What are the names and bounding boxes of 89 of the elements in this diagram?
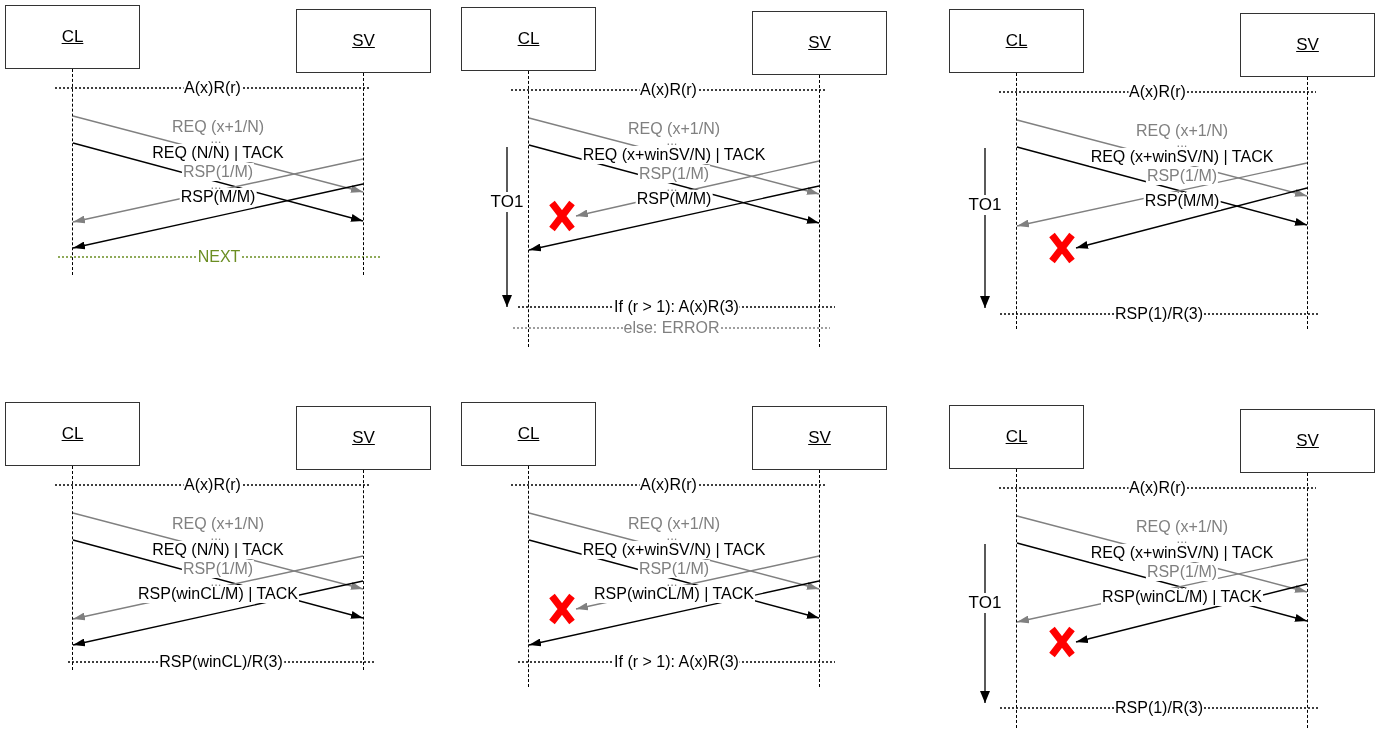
edge-label: RSP(1/M) bbox=[637, 165, 711, 183]
participant-name: CL bbox=[1005, 427, 1028, 447]
divider-label: A(x)R(r) bbox=[183, 79, 242, 97]
cross-icon bbox=[548, 593, 576, 625]
participant-name: SV bbox=[352, 428, 375, 448]
ellipsis-mark: ... bbox=[209, 532, 222, 540]
message-arrow bbox=[1075, 187, 1308, 249]
message-arrow bbox=[528, 185, 820, 252]
ellipsis-mark: ... bbox=[210, 578, 222, 586]
lifeline bbox=[363, 470, 364, 670]
divider-label: RSP(1)/R(3) bbox=[1114, 305, 1204, 323]
message-arrow bbox=[72, 183, 364, 250]
participant-box bbox=[1240, 409, 1375, 473]
ellipsis-mark: ... bbox=[666, 183, 678, 191]
divider-label: A(x)R(r) bbox=[639, 81, 698, 99]
ellipsis-mark: ... bbox=[665, 532, 678, 540]
timer-label: TO1 bbox=[967, 593, 1003, 613]
edge-label: REQ (x+winSV/N) | TACK bbox=[1089, 148, 1275, 166]
lifeline bbox=[72, 466, 73, 670]
cross-icon bbox=[1048, 626, 1076, 658]
participant-box bbox=[461, 402, 596, 466]
edge-label: REQ (N/N) | TACK bbox=[151, 144, 285, 162]
divider-label: A(x)R(r) bbox=[639, 476, 698, 494]
edge-label: RSP(1/M) bbox=[181, 560, 255, 578]
edge-label: REQ (N/N) | TACK bbox=[151, 541, 285, 559]
lifeline bbox=[528, 71, 529, 347]
divider-label: RSP(winCL)/R(3) bbox=[158, 653, 284, 671]
divider-label: A(x)R(r) bbox=[183, 476, 242, 494]
participant-name: SV bbox=[1296, 431, 1319, 451]
divider-label: A(x)R(r) bbox=[1128, 479, 1187, 497]
edge-label: REQ (x+winSV/N) | TACK bbox=[581, 146, 767, 164]
lifeline bbox=[1016, 73, 1017, 329]
lifeline bbox=[1307, 77, 1308, 329]
edge-label: REQ (x+1/N) bbox=[627, 515, 721, 533]
edge-label: REQ (x+winSV/N) | TACK bbox=[581, 541, 767, 559]
message-arrow bbox=[528, 580, 820, 647]
lifeline bbox=[1307, 473, 1308, 728]
participant-name: SV bbox=[808, 428, 831, 448]
edge-label: RSP(1/M) bbox=[1145, 563, 1219, 581]
participant-box bbox=[949, 9, 1084, 73]
participant-box bbox=[5, 402, 140, 466]
timer-label: TO1 bbox=[967, 195, 1003, 215]
ellipsis-mark: ... bbox=[1176, 185, 1188, 193]
cross-icon bbox=[548, 200, 576, 232]
edge-label: RSP(1/M) bbox=[1145, 167, 1219, 185]
participant-name: CL bbox=[517, 29, 540, 49]
edge-label: REQ (x+1/N) bbox=[171, 515, 265, 533]
lifeline bbox=[363, 73, 364, 275]
edge-label: RSP(1/M) bbox=[637, 560, 711, 578]
lifeline bbox=[72, 69, 73, 275]
edge-label: REQ (x+1/N) bbox=[627, 120, 721, 138]
ellipsis-mark: ... bbox=[210, 181, 222, 189]
ellipsis-mark: ... bbox=[666, 578, 678, 586]
ellipsis-mark: ... bbox=[209, 135, 222, 143]
participant-box bbox=[949, 405, 1084, 469]
edge-label: REQ (x+1/N) bbox=[1135, 518, 1229, 536]
participant-box bbox=[5, 5, 140, 69]
ellipsis-mark: ... bbox=[1175, 535, 1188, 543]
participant-name: CL bbox=[61, 424, 84, 444]
edge-label: REQ (x+1/N) bbox=[1135, 122, 1229, 140]
participant-box bbox=[296, 406, 431, 470]
lifeline bbox=[528, 466, 529, 687]
participant-box bbox=[461, 7, 596, 71]
participant-name: SV bbox=[1296, 35, 1319, 55]
edge-label: RSP(1/M) bbox=[181, 163, 255, 181]
message-arrow bbox=[72, 580, 364, 647]
divider-label: A(x)R(r) bbox=[1128, 83, 1187, 101]
participant-box bbox=[752, 11, 887, 75]
ellipsis-mark: ... bbox=[1175, 139, 1188, 147]
cross-icon bbox=[1048, 232, 1076, 264]
participant-box bbox=[752, 406, 887, 470]
lifeline bbox=[819, 470, 820, 687]
participant-name: CL bbox=[1005, 31, 1028, 51]
edge-label: REQ (x+winSV/N) | TACK bbox=[1089, 544, 1275, 562]
ellipsis-mark: ... bbox=[665, 137, 678, 145]
divider-label: If (r > 1): A(x)R(3) bbox=[613, 298, 740, 316]
divider-label: If (r > 1): A(x)R(3) bbox=[613, 653, 740, 671]
participant-name: CL bbox=[61, 27, 84, 47]
timer-label: TO1 bbox=[489, 192, 525, 212]
ellipsis-mark: ... bbox=[1176, 581, 1188, 589]
lifeline bbox=[819, 75, 820, 347]
participant-box bbox=[296, 9, 431, 73]
participant-name: CL bbox=[517, 424, 540, 444]
lifeline bbox=[1016, 469, 1017, 728]
edge-label: REQ (x+1/N) bbox=[171, 118, 265, 136]
divider-label: RSP(1)/R(3) bbox=[1114, 699, 1204, 717]
participant-name: SV bbox=[808, 33, 831, 53]
participant-box bbox=[1240, 13, 1375, 77]
participant-name: SV bbox=[352, 31, 375, 51]
